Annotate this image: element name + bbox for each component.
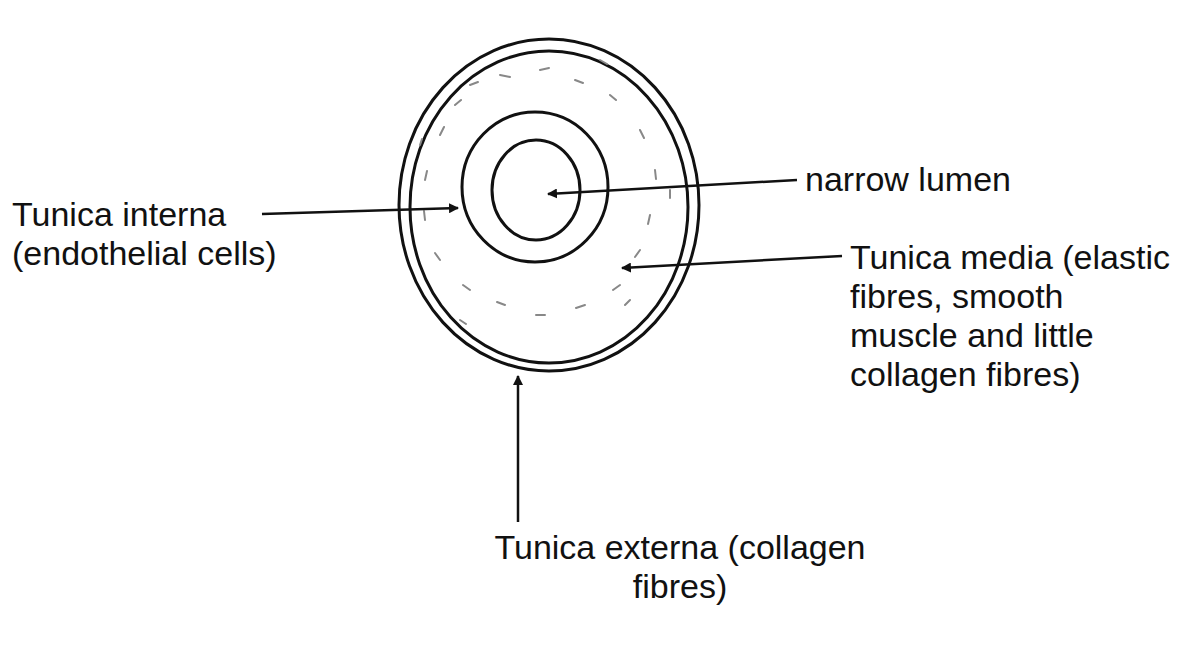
lumen-outline bbox=[492, 140, 580, 240]
tunica-interna-outline bbox=[462, 112, 608, 262]
part-label: narrow lumen bbox=[805, 160, 1165, 199]
leader-line bbox=[548, 180, 797, 194]
media-texture bbox=[420, 60, 670, 324]
part-label: Tunica externa (collagen fibres) bbox=[470, 528, 890, 606]
leader-lines bbox=[262, 180, 842, 522]
tunica-externa-outline bbox=[399, 39, 699, 371]
leader-line bbox=[517, 376, 520, 522]
leader-line bbox=[262, 208, 458, 214]
leader-line bbox=[622, 256, 842, 268]
part-label: Tunica interna (endothelial cells) bbox=[12, 195, 357, 273]
part-label: Tunica media (elastic fibres, smooth mus… bbox=[850, 238, 1175, 394]
